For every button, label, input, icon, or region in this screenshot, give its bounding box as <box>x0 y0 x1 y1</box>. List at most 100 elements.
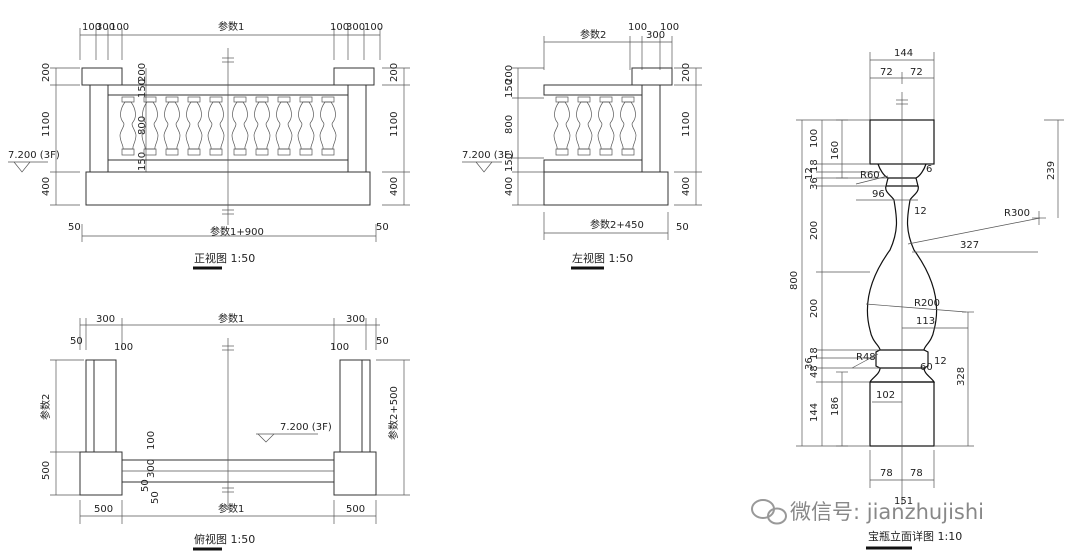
detail-left-dim-9: 48 <box>809 365 820 378</box>
front-top-dim-7: 100 <box>364 22 383 33</box>
plan-top2-dim-2: 100 <box>114 342 133 353</box>
plan-bottom-dim-1: 500 <box>94 504 113 515</box>
plan-post-left <box>79 451 123 496</box>
plan-view: 300 参数1 300 50 100 100 50 参数2 500 参数2+50… <box>39 312 410 551</box>
wechat-icon <box>751 499 787 525</box>
plan-top2-dim-1: 50 <box>70 336 83 347</box>
front-bottom-dim: 参数1+900 <box>210 225 264 238</box>
left-handrail <box>543 84 643 96</box>
detail-label-12a: 12 <box>914 206 927 217</box>
front-level-text: 7.200 (3F) <box>8 150 60 161</box>
front-inner-dim-1: 200 <box>137 63 148 82</box>
left-left-dim-3: 800 <box>504 115 515 134</box>
detail-top-dim-1: 144 <box>894 48 913 59</box>
left-top-dim-3: 300 <box>646 30 665 41</box>
left-left-dim-5: 400 <box>504 177 515 196</box>
detail-label-113: 113 <box>916 316 935 327</box>
plan-side-rail-left <box>93 359 117 453</box>
plan-top-dim-2: 参数1 <box>218 312 244 325</box>
detail-label-239: 239 <box>1046 161 1057 180</box>
detail-left-dim-7: 18 <box>809 347 820 360</box>
detail-left-dim-10: 144 <box>809 403 820 422</box>
plan-post-right <box>333 451 377 496</box>
front-left-dim-1: 200 <box>41 63 52 82</box>
left-bottom-rail <box>543 159 643 173</box>
detail-top-dim-3: 72 <box>910 67 923 78</box>
left-post-cap <box>631 67 673 86</box>
detail-right-dim-2: 186 <box>830 397 841 416</box>
detail-left-dim-3: 12 <box>804 167 815 180</box>
plan-inner-dim-4: 50 <box>150 491 161 504</box>
left-base <box>543 171 669 206</box>
left-left-dim-2: 200 <box>504 65 515 84</box>
front-top-dim-5: 100 <box>330 22 349 33</box>
front-top-dim-6: 300 <box>346 22 365 33</box>
left-bottom-dim: 参数2+450 <box>590 218 644 231</box>
watermark: 微信号: jianzhujishi <box>751 499 984 525</box>
front-left-dim-2: 1100 <box>41 112 52 137</box>
front-edge-dim-left: 50 <box>68 222 81 233</box>
detail-view: 144 72 72 100 18 12 36 200 200 1 <box>789 48 1064 550</box>
front-right-dim-1: 200 <box>389 63 400 82</box>
front-right-dim-3: 400 <box>389 177 400 196</box>
detail-label-60: 60 <box>920 362 933 373</box>
detail-label-6: 6 <box>926 164 932 175</box>
left-level-text: 7.200 (3F) <box>462 150 514 161</box>
left-right-dim-1: 200 <box>681 63 692 82</box>
front-view: 100 300 100 参数1 100 300 100 200 1100 400… <box>8 20 410 270</box>
detail-label-102: 102 <box>876 390 895 401</box>
detail-bottom-dim-1: 78 <box>880 468 893 479</box>
detail-total-dim: 800 <box>789 271 800 290</box>
detail-label-12b: 12 <box>934 356 947 367</box>
left-left-dim-1: 150 <box>504 79 515 98</box>
left-view: 参数2 100 300 100 150 200 800 150 400 7.20… <box>462 22 702 270</box>
front-post-left <box>89 84 109 173</box>
plan-inner-dim-2: 300 <box>146 459 157 478</box>
detail-label-328: 328 <box>956 367 967 386</box>
detail-left-dim-4: 36 <box>809 177 820 190</box>
front-edge-dim-right: 50 <box>376 222 389 233</box>
left-post <box>641 84 661 173</box>
front-top-dim-2: 300 <box>96 22 115 33</box>
left-right-dim-3: 400 <box>681 177 692 196</box>
watermark-text: 微信号: jianzhujishi <box>790 500 984 524</box>
front-inner-dim-3: 800 <box>137 116 148 135</box>
left-top-dim-4: 100 <box>660 22 679 33</box>
detail-left-dim-1: 100 <box>809 129 820 148</box>
front-inner-dim-4: 150 <box>137 152 148 171</box>
left-title: 左视图 1:50 <box>572 251 633 265</box>
detail-title: 宝瓶立面详图 1:10 <box>868 529 962 543</box>
front-top-dim-1: 100 <box>82 22 101 33</box>
front-post-right <box>347 84 367 173</box>
front-inner-dim-2: 150 <box>137 79 148 98</box>
left-balusters <box>553 96 637 156</box>
front-top-dim-4: 参数1 <box>218 20 244 33</box>
plan-top2-dim-3: 100 <box>330 342 349 353</box>
detail-label-r200: R200 <box>914 298 940 309</box>
detail-right-dim-1: 160 <box>830 141 841 160</box>
detail-top-dim-2: 72 <box>880 67 893 78</box>
detail-label-r60: R60 <box>860 170 880 181</box>
plan-side-rail-right <box>339 359 363 453</box>
plan-top2-dim-4: 50 <box>376 336 389 347</box>
detail-left-dim-8: 36 <box>804 357 815 370</box>
detail-label-r48: R48 <box>856 352 876 363</box>
front-right-dim-2: 1100 <box>389 112 400 137</box>
plan-right-dim: 参数2+500 <box>387 386 400 440</box>
left-left-dim-4: 150 <box>504 153 515 172</box>
plan-inner-dim-3: 50 <box>140 479 151 492</box>
plan-top-dim-3: 300 <box>346 314 365 325</box>
detail-bottom-dim-3: 151 <box>894 496 913 507</box>
plan-bottom-dim-2: 参数1 <box>218 502 244 515</box>
detail-bottom-dim-2: 78 <box>910 468 923 479</box>
plan-side-rail-right-outer <box>361 359 371 453</box>
plan-bottom-dim-3: 500 <box>346 504 365 515</box>
detail-left-dim-6: 200 <box>809 299 820 318</box>
detail-left-dim-5: 200 <box>809 221 820 240</box>
front-top-dim-3: 100 <box>110 22 129 33</box>
detail-label-96: 96 <box>872 189 885 200</box>
detail-label-327: 327 <box>960 240 979 251</box>
left-top-dim-2: 100 <box>628 22 647 33</box>
plan-side-rail-left-outer <box>85 359 95 453</box>
